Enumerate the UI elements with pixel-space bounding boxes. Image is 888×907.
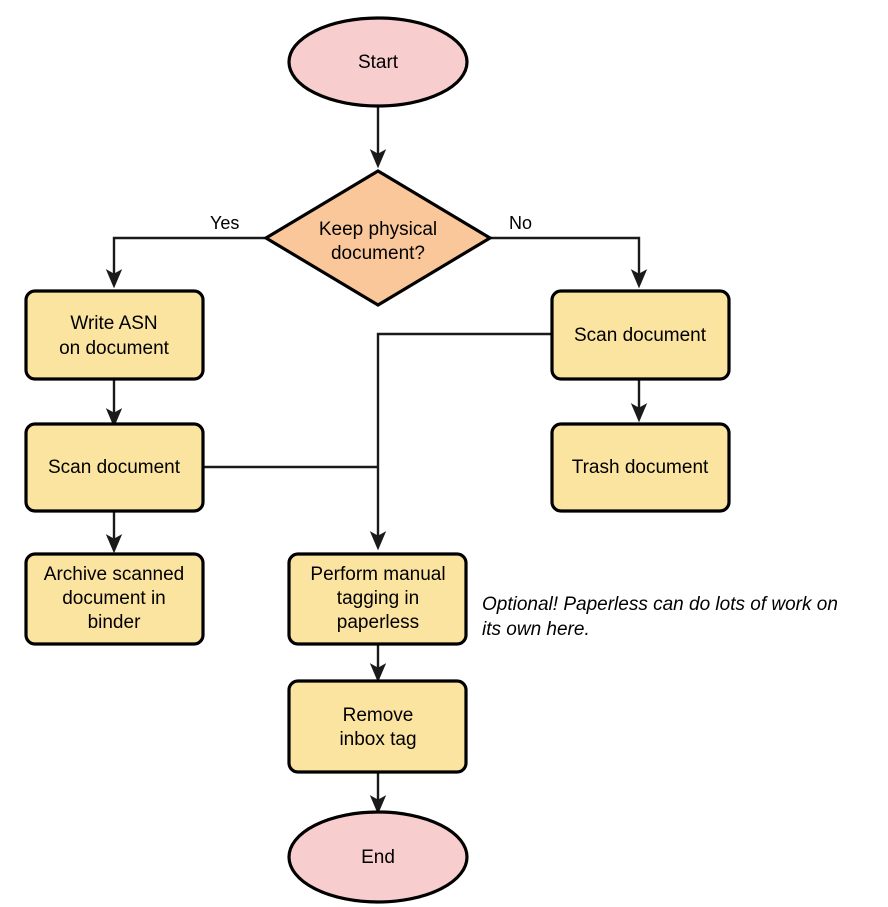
node-archive-label-line1: Archive scanned (44, 564, 184, 585)
node-scan-document-left-label: Scan document (48, 457, 181, 478)
edge-layer (105, 102, 648, 815)
edge-scan-right-to-manual-tagging (369, 332, 552, 551)
edge-label-no: No (509, 213, 532, 233)
node-trash-document-label: Trash document (572, 457, 709, 478)
node-start-label: Start (358, 52, 399, 73)
edge-label-yes: Yes (210, 213, 239, 233)
node-remove-inbox-tag[interactable]: Remove inbox tag (287, 679, 468, 774)
node-manual-tagging-label-line1: Perform manual (310, 564, 445, 585)
node-scan-document-right-label: Scan document (574, 325, 707, 346)
node-remove-inbox-label-line1: Remove (343, 705, 414, 726)
node-manual-tagging-label-line2: tagging in (337, 588, 419, 609)
node-start[interactable]: Start (287, 16, 469, 108)
annotation-line2: its own here. (482, 619, 590, 640)
node-write-asn[interactable]: Write ASN on document (24, 289, 205, 381)
node-manual-tagging[interactable]: Perform manual tagging in paperless (287, 552, 468, 646)
node-decision-keep-physical-document[interactable]: Keep physical document? (262, 169, 494, 307)
node-remove-inbox-label-line2: inbox tag (339, 729, 416, 750)
node-end[interactable]: End (287, 810, 469, 904)
node-write-asn-label-line2: on document (59, 338, 170, 359)
node-archive-scanned-document[interactable]: Archive scanned document in binder (24, 552, 205, 646)
node-decision-label-line2: document? (331, 243, 425, 264)
annotation-line1: Optional! Paperless can do lots of work … (482, 594, 838, 615)
node-write-asn-label-line1: Write ASN (70, 313, 157, 334)
annotation-optional-note: Optional! Paperless can do lots of work … (482, 594, 838, 640)
node-trash-document[interactable]: Trash document (550, 422, 731, 513)
node-scan-document-left[interactable]: Scan document (24, 422, 205, 513)
node-end-label: End (361, 847, 395, 868)
edge-decision-no-to-scan-right (490, 236, 648, 289)
node-archive-label-line3: binder (88, 612, 141, 633)
node-manual-tagging-label-line3: paperless (337, 612, 419, 633)
node-scan-document-right[interactable]: Scan document (550, 289, 731, 381)
edge-decision-yes-to-write-asn (105, 236, 265, 289)
node-decision-label-line1: Keep physical (319, 219, 437, 240)
node-archive-label-line2: document in (62, 588, 166, 609)
